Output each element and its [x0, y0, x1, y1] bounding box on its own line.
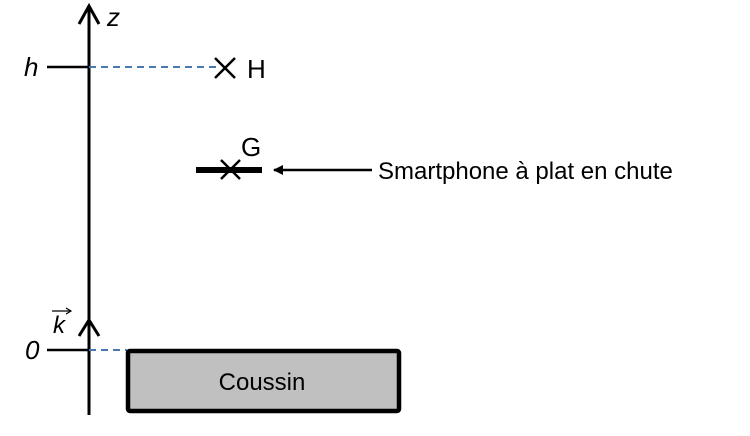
- z-axis-label: z: [106, 2, 120, 32]
- point-g-cross: [220, 159, 241, 180]
- annotation-text: Smartphone à plat en chute: [378, 158, 673, 185]
- point-h-cross: [214, 57, 236, 79]
- h-label: h: [24, 52, 38, 82]
- k-vector-arrow: [77, 317, 101, 337]
- point-g-label: G: [241, 132, 261, 162]
- cushion: [125, 348, 402, 414]
- point-h-label: H: [247, 54, 266, 84]
- k-vector-overarrow: [52, 307, 73, 315]
- cushion-label: Coussin: [219, 369, 306, 396]
- z-axis: [77, 2, 101, 415]
- zero-label: 0: [25, 335, 40, 365]
- k-vector-label: k: [53, 312, 67, 339]
